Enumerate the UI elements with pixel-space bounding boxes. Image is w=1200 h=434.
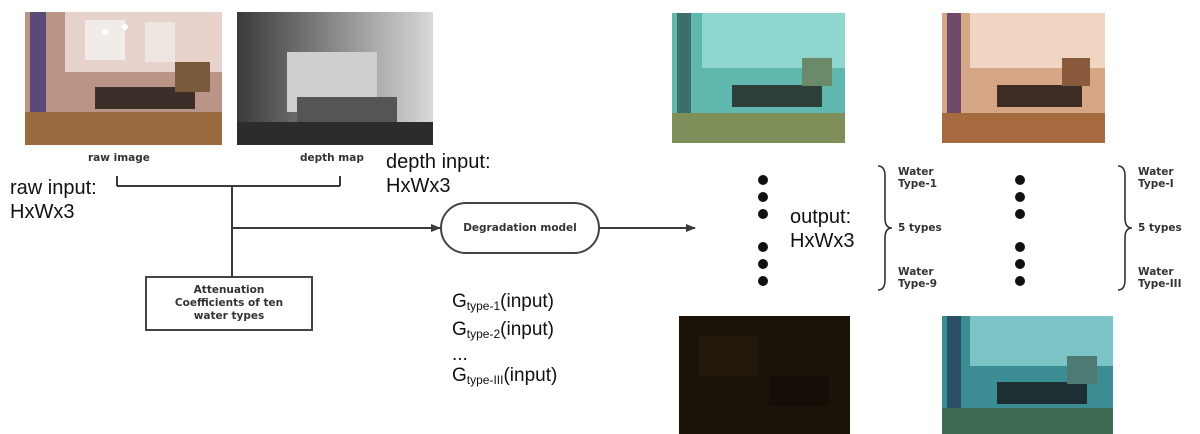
- group-right-bottom-label: Water Type-III: [1138, 266, 1182, 290]
- dot: [1015, 209, 1025, 219]
- output-line2: HxWx3: [790, 230, 855, 252]
- dot: [1015, 192, 1025, 202]
- brace-left: [877, 165, 893, 291]
- dot: [1015, 276, 1025, 286]
- formula-type-III: Gtype-III(input): [452, 365, 558, 387]
- formula-ellipsis: ...: [452, 344, 468, 365]
- output-image-teal: [942, 316, 1113, 434]
- raw-image-caption: raw image: [88, 152, 150, 164]
- group-left-bottom-label: Water Type-9: [898, 266, 938, 290]
- dot: [758, 259, 768, 269]
- depth-map-caption: depth map: [300, 152, 364, 164]
- output-image-warm: [942, 13, 1105, 143]
- depth-input-label: depth input: HxWx3: [386, 150, 491, 198]
- output-image-cyan: [672, 13, 845, 143]
- raw-input-line2: HxWx3: [10, 201, 75, 223]
- attenuation-line3: water types: [193, 310, 265, 322]
- depth-input-line1: depth input:: [386, 151, 491, 173]
- group-right-middle-label: 5 types: [1138, 222, 1182, 234]
- attenuation-line1: Attenuation: [193, 284, 265, 296]
- dot: [1015, 175, 1025, 185]
- group-left-top-label: Water Type-1: [898, 166, 938, 190]
- dot: [758, 192, 768, 202]
- dot: [758, 242, 768, 252]
- group-left-middle-label: 5 types: [898, 222, 942, 234]
- dot: [758, 175, 768, 185]
- group-right-top-label: Water Type-I: [1138, 166, 1174, 190]
- output-image-dark: [679, 316, 850, 434]
- brace-right: [1117, 165, 1133, 291]
- depth-map-image: [237, 12, 433, 145]
- attenuation-line2: Coefficients of ten: [174, 297, 284, 309]
- formula-type-2: Gtype-2(input): [452, 319, 554, 341]
- degradation-model-node: Degradation model: [440, 202, 600, 254]
- output-label: output: HxWx3: [790, 205, 854, 253]
- degradation-model-label: Degradation model: [463, 222, 577, 234]
- dot: [758, 209, 768, 219]
- formula-type-1: Gtype-1(input): [452, 291, 554, 313]
- dot: [1015, 259, 1025, 269]
- raw-input-label: raw input: HxWx3: [10, 176, 97, 224]
- raw-image: [25, 12, 222, 145]
- raw-input-line1: raw input:: [10, 177, 97, 199]
- output-line1: output:: [790, 206, 852, 228]
- dot: [758, 276, 768, 286]
- depth-input-line2: HxWx3: [386, 175, 451, 197]
- formula-list: Gtype-1(input) Gtype-2(input) ... Gtype-…: [452, 290, 557, 392]
- attenuation-coefficients-box: Attenuation Coefficients of ten water ty…: [145, 276, 313, 331]
- dot: [1015, 242, 1025, 252]
